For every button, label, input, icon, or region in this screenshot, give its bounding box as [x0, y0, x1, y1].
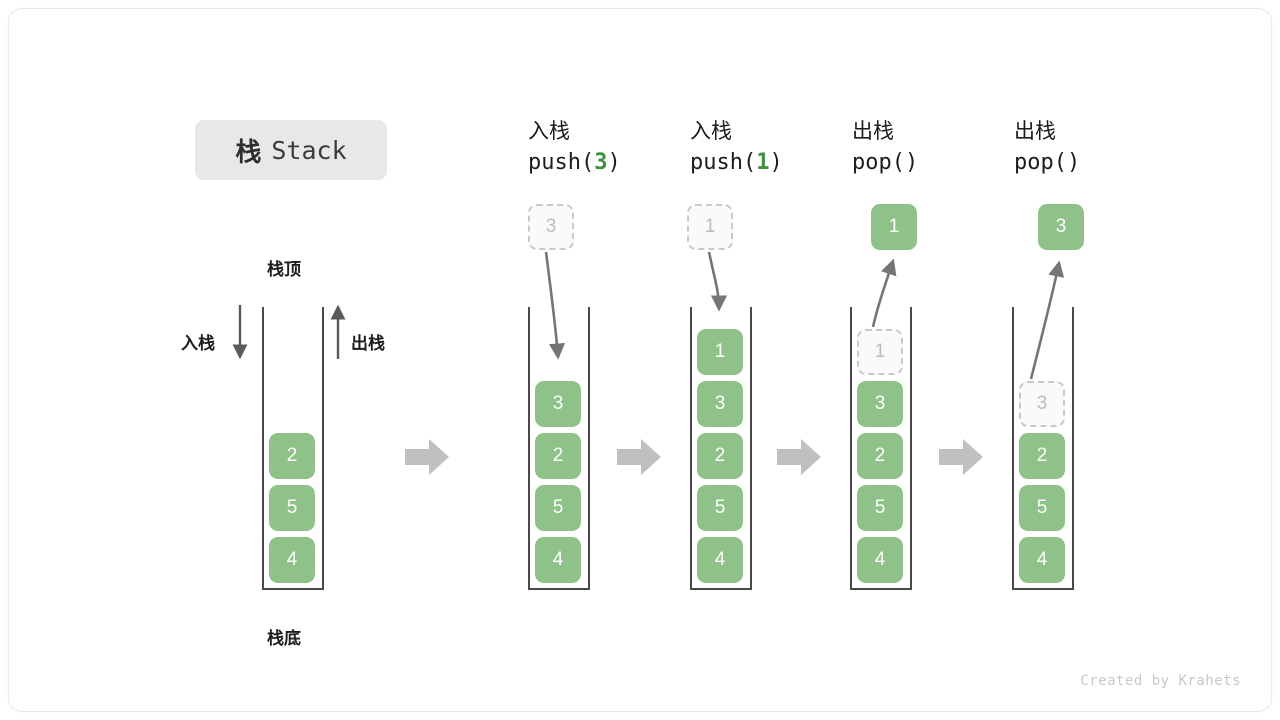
- stack-bottom-label: 栈底: [267, 629, 301, 648]
- stage-title-cn: 入栈: [690, 120, 732, 143]
- stage-title-cn: 入栈: [528, 120, 570, 143]
- stack-floor: [1012, 588, 1074, 590]
- stage-op-code: pop(): [1014, 150, 1081, 175]
- stage-title-cn: 出栈: [852, 120, 894, 143]
- stack-wall-right: [910, 307, 912, 589]
- stage-header-push-3: 入栈 push(3): [528, 117, 698, 179]
- push-motion-arrow: [544, 251, 566, 360]
- stack-cell: 4: [1019, 537, 1065, 583]
- stack-cell: 1: [697, 329, 743, 375]
- stack-cell: 5: [1019, 485, 1065, 531]
- stack-top-label: 栈顶: [267, 260, 301, 279]
- stage-title-cn: 出栈: [1014, 120, 1056, 143]
- stack-cell: 3: [535, 381, 581, 427]
- motion-arrows-layer: [232, 251, 1065, 380]
- stack-cell: 2: [697, 433, 743, 479]
- stage-header-push-1: 入栈 push(1): [690, 117, 860, 179]
- diagram-title: 栈 Stack: [195, 120, 387, 180]
- flow-arrow-icon: [939, 439, 983, 475]
- stack-cell: 4: [269, 537, 315, 583]
- pop-motion-arrow: [1029, 260, 1065, 380]
- diagram-card: 栈 Stack 栈顶 栈底 入栈 出栈 2 5 4 入栈 push(3) 3 3…: [8, 8, 1272, 712]
- stack-floor: [528, 588, 590, 590]
- stage-op-code: push(3): [528, 150, 621, 175]
- pop-motion-arrow: [871, 258, 897, 328]
- stage-header-pop-3: 出栈 pop(): [1014, 117, 1184, 179]
- stack-wall-right: [750, 307, 752, 589]
- popped-value-box: 1: [871, 204, 917, 250]
- stack-wall-left: [850, 307, 852, 589]
- flow-arrow-icon: [405, 439, 449, 475]
- removed-ghost-cell: 3: [1019, 381, 1065, 427]
- stack-cell: 4: [697, 537, 743, 583]
- push-motion-arrow: [707, 251, 728, 312]
- flow-arrow-icon: [777, 439, 821, 475]
- stack-cell: 4: [535, 537, 581, 583]
- stage-header-pop-1: 出栈 pop(): [852, 117, 1022, 179]
- stack-cell: 5: [269, 485, 315, 531]
- stack-floor: [850, 588, 912, 590]
- floating-value-box: 3: [528, 204, 574, 250]
- stack-cell: 2: [269, 433, 315, 479]
- pop-direction-label: 出栈: [351, 334, 385, 353]
- stack-wall-left: [1012, 307, 1014, 589]
- stack-cell: 2: [535, 433, 581, 479]
- stack-cell: 5: [857, 485, 903, 531]
- push-direction-label: 入栈: [181, 334, 215, 353]
- credit-text: Created by Krahets: [1080, 673, 1241, 689]
- stack-wall-right: [322, 307, 324, 589]
- stack-cell: 5: [697, 485, 743, 531]
- popped-value-box: 3: [1038, 204, 1084, 250]
- stage-op-code: pop(): [852, 150, 919, 175]
- stack-wall-left: [528, 307, 530, 589]
- stack-floor: [262, 588, 324, 590]
- stage-op-code: push(1): [690, 150, 783, 175]
- stack-cell: 3: [697, 381, 743, 427]
- removed-ghost-cell: 1: [857, 329, 903, 375]
- stack-cell: 5: [535, 485, 581, 531]
- stack-wall-right: [588, 307, 590, 589]
- stack-cell: 2: [857, 433, 903, 479]
- stack-cell: 4: [857, 537, 903, 583]
- floating-value-box: 1: [687, 204, 733, 250]
- flow-arrow-icon: [617, 439, 661, 475]
- title-en: Stack: [271, 135, 347, 165]
- stack-wall-left: [262, 307, 264, 589]
- title-cn: 栈: [235, 136, 262, 167]
- stack-floor: [690, 588, 752, 590]
- stack-wall-left: [690, 307, 692, 589]
- stack-wall-right: [1072, 307, 1074, 589]
- stack-cell: 3: [857, 381, 903, 427]
- stack-cell: 2: [1019, 433, 1065, 479]
